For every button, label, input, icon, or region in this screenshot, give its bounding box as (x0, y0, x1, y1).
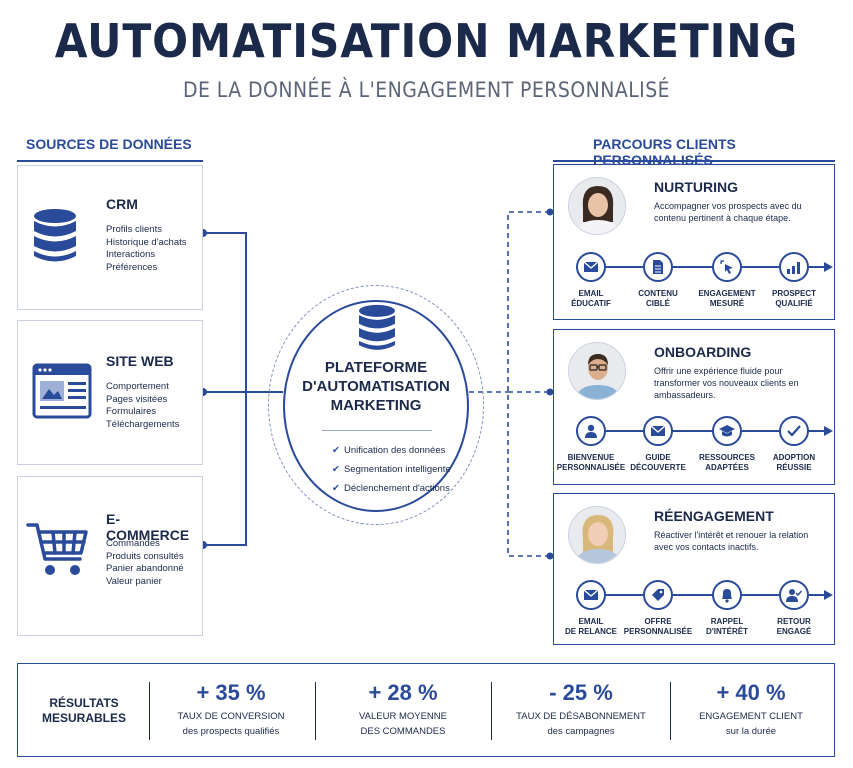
metric-label: TAUX DE CONVERSION (177, 711, 285, 722)
arrow-right-icon (824, 262, 833, 272)
graduation-cap-icon (712, 416, 742, 446)
envelope-icon (643, 416, 673, 446)
check-icon: ✔ (332, 464, 340, 475)
results-divider (670, 682, 671, 740)
sources-section-title: SOURCES DE DONNÉES (26, 136, 192, 152)
platform-title: PLATEFORME D'AUTOMATISATION MARKETING (302, 359, 450, 414)
source-card-e-commerce: E-COMMERCE Commandes Produits consultés … (17, 476, 203, 636)
avatar (568, 342, 626, 400)
journey-name: RÉENGAGEMENT (654, 508, 774, 524)
source-details: Commandes Produits consultés Panier aban… (106, 538, 184, 587)
journey-card-reengagement: RÉENGAGEMENT Réactiver l'intérêt et reno… (553, 493, 835, 645)
platform-divider (322, 430, 432, 431)
bar-chart-icon (779, 252, 809, 282)
metric-label: ENGAGEMENT CLIENT (699, 711, 803, 722)
metric-label: VALEUR MOYENNE (359, 711, 447, 722)
platform-feature: ✔Segmentation intelligente (332, 464, 451, 475)
document-icon (643, 252, 673, 282)
arrow-right-icon (824, 590, 833, 600)
source-details: Profils clients Historique d'achats Inte… (106, 224, 187, 273)
user-check-icon (779, 580, 809, 610)
envelope-icon (576, 580, 606, 610)
platform-feature: ✔Unification des données (332, 445, 446, 456)
envelope-icon (576, 252, 606, 282)
page-title: AUTOMATISATION MARKETING (54, 14, 799, 68)
arrow-right-icon (824, 426, 833, 436)
metric-value: + 35 % (196, 680, 266, 705)
source-name: E-COMMERCE (106, 511, 190, 543)
check-icon: ✔ (332, 445, 340, 456)
source-card-site-web: SITE WEB Comportement Pages visitées For… (17, 320, 203, 465)
database-icon (32, 208, 78, 269)
journey-name: ONBOARDING (654, 344, 752, 360)
avatar (568, 506, 626, 564)
avatar (568, 177, 626, 235)
metric-value: + 40 % (716, 680, 786, 705)
sources-title-rule (17, 160, 203, 162)
tag-icon (643, 580, 673, 610)
metric-label: TAUX DE DÉSABONNEMENT (516, 711, 646, 722)
browser-window-icon (32, 363, 92, 426)
source-card-crm: CRM Profils clients Historique d'achats … (17, 165, 203, 310)
metric-value: - 25 % (549, 680, 613, 705)
check-icon (779, 416, 809, 446)
journey-name: NURTURING (654, 179, 738, 195)
platform-feature: ✔Déclenchement d'actions (332, 483, 450, 494)
cursor-click-icon (712, 252, 742, 282)
metric-sublabel: des prospects qualifiés (182, 726, 280, 737)
bell-icon (712, 580, 742, 610)
metric-sublabel: sur la durée (725, 726, 777, 737)
database-icon (357, 304, 397, 357)
journey-description: Réactiver l'intérêt et renouer la relati… (654, 530, 809, 552)
journey-timeline (576, 594, 824, 596)
results-divider (149, 682, 150, 740)
metric-sublabel: des campagnes (547, 726, 615, 737)
journey-card-nurturing: NURTURING Accompagner vos prospects avec… (553, 164, 835, 320)
check-icon: ✔ (332, 483, 340, 494)
page-subtitle: DE LA DONNÉE À L'ENGAGEMENT PERSONNALISÉ (182, 78, 671, 102)
results-divider (315, 682, 316, 740)
metric-value: + 28 % (368, 680, 438, 705)
shopping-cart-icon (26, 521, 90, 584)
source-name: CRM (106, 196, 138, 212)
journey-timeline (576, 430, 824, 432)
source-details: Comportement Pages visitées Formulaires … (106, 381, 180, 430)
metric-sublabel: DES COMMANDES (360, 726, 446, 737)
source-name: SITE WEB (106, 353, 174, 369)
platform-outer-ring (268, 285, 484, 525)
results-divider (491, 682, 492, 740)
journey-card-onboarding: ONBOARDING Offrir une expérience fluide … (553, 329, 835, 485)
journey-description: Accompagner vos prospects avec du conten… (654, 201, 802, 223)
user-icon (576, 416, 606, 446)
journey-timeline (576, 266, 824, 268)
journey-description: Offrir une expérience fluide pour transf… (654, 366, 799, 400)
journeys-title-rule (553, 160, 835, 162)
